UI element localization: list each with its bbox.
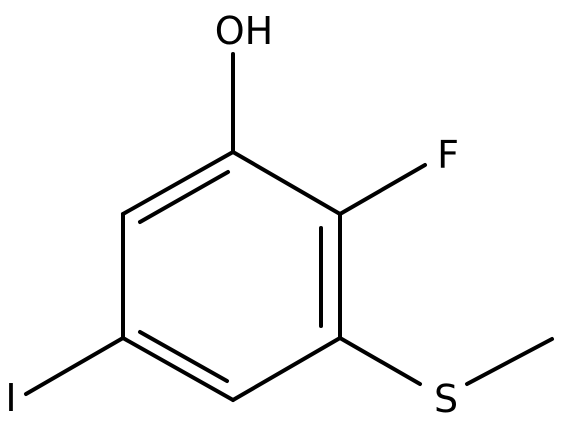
ring-bonds — [121, 150, 342, 402]
bond-c3-s — [338, 336, 422, 386]
double-bond-inner-c6-c1 — [138, 170, 230, 224]
bond-s-methyl — [465, 337, 554, 386]
bond-c6-c1 — [121, 150, 235, 216]
substituent-bonds — [24, 52, 554, 396]
bond-c1-c2 — [231, 150, 342, 216]
atom-label-fluorine: F — [437, 133, 459, 177]
double-bond-inner-c4-c5 — [138, 330, 229, 383]
inner-double-bonds — [138, 170, 323, 383]
atom-label-hydroxyl: OH — [215, 9, 273, 53]
bond-c2-f — [338, 163, 427, 216]
bond-c3-c4 — [231, 336, 342, 402]
bond-c4-c5 — [121, 336, 235, 402]
bond-c5-i — [24, 336, 125, 396]
atom-label-sulfur: S — [434, 377, 458, 421]
atom-label-iodine: I — [5, 376, 16, 420]
